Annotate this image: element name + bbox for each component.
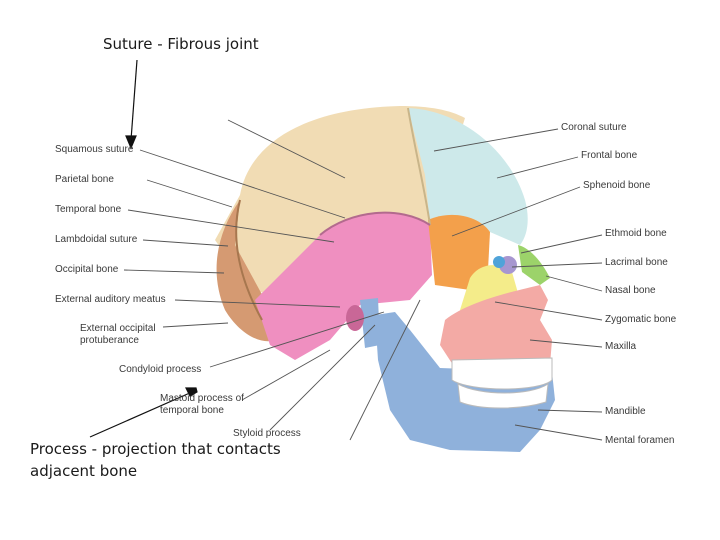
label-lambdoidal-suture: Lambdoidal suture (55, 234, 138, 245)
label-mandible: Mandible (605, 406, 646, 417)
label-coronal-suture: Coronal suture (561, 122, 627, 133)
process-note-line1: Process - projection that contacts (30, 440, 281, 458)
label-external-auditory-meatus: External auditory meatus (55, 294, 166, 305)
parietal-bone-shape (215, 106, 465, 300)
label-zygomatic-bone: Zygomatic bone (605, 314, 677, 325)
label-occipital-bone: Occipital bone (55, 264, 119, 275)
label-temporal-bone: Temporal bone (55, 204, 122, 215)
label-squamous-suture: Squamous suture (55, 144, 134, 155)
sphenoid-bone-shape (428, 214, 490, 290)
label-mastoid-process: Mastoid process of temporal bone (160, 393, 244, 416)
label-maxilla: Maxilla (605, 341, 637, 352)
label-sphenoid-bone: Sphenoid bone (583, 180, 651, 191)
lambdoidal-suture-line (235, 199, 263, 321)
annotation-arrows (89, 59, 198, 438)
external-auditory-meatus-shape (346, 305, 364, 331)
label-parietal-bone: Parietal bone (55, 174, 114, 185)
label-nasal-bone: Nasal bone (605, 285, 656, 296)
nasal-bone-shape (518, 245, 550, 285)
label-ethmoid-bone: Ethmoid bone (605, 228, 667, 239)
temporal-bone-shape (255, 212, 432, 360)
label-lacrimal-bone: Lacrimal bone (605, 257, 668, 268)
label-styloid-process: Styloid process (233, 428, 301, 439)
squamous-suture-line (319, 211, 431, 236)
maxilla-bone-shape (440, 285, 552, 368)
label-external-occipital-protuberance: External occipital protuberance (80, 323, 156, 346)
label-frontal-bone: Frontal bone (581, 150, 638, 161)
label-mental-foramen: Mental foramen (605, 435, 675, 446)
ethmoid-bone-shape (493, 256, 505, 268)
upper-teeth (451, 357, 553, 390)
frontal-bone-shape (408, 108, 528, 245)
process-note-line2: adjacent bone (30, 462, 138, 480)
label-condyloid-process: Condyloid process (119, 364, 202, 375)
suture-note: Suture - Fibrous joint (103, 35, 259, 53)
lower-teeth (457, 382, 549, 409)
coronal-suture-line (407, 107, 431, 226)
leader-lines (123, 119, 603, 441)
